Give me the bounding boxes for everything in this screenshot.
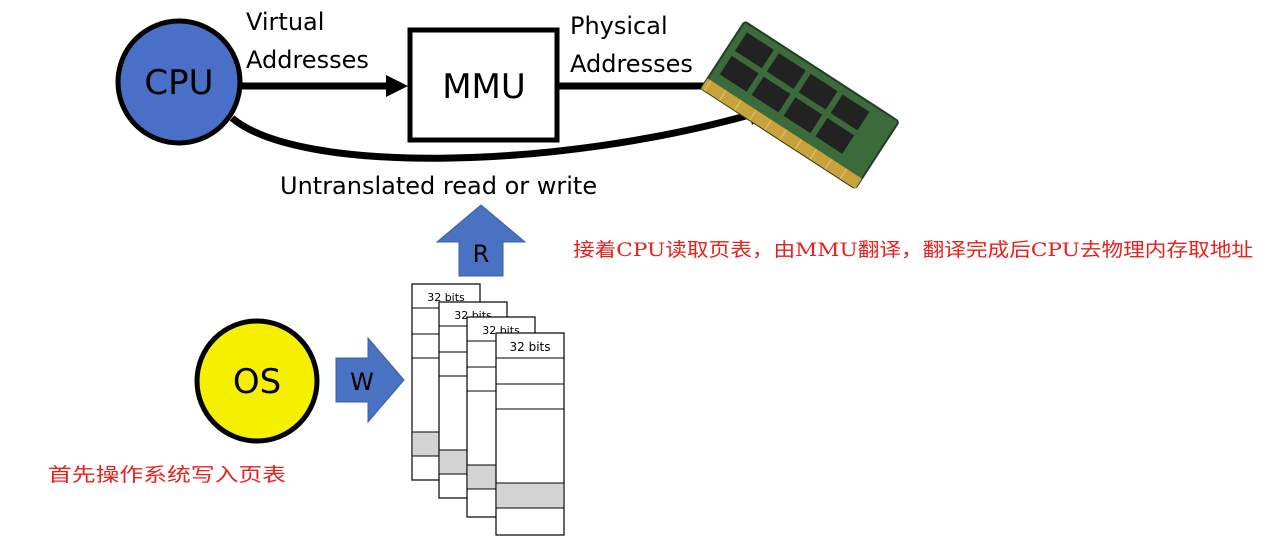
cpu-node [115,18,243,146]
physical-label-line1: Physical [570,12,668,40]
cpu-label: CPU [144,63,213,103]
physical-label-line2: Addresses [570,50,693,78]
virtual-label-line1: Virtual [246,8,324,36]
bottom-annotation: 首先操作系统写入页表 [48,464,286,486]
read-arrow-label: R [473,240,490,268]
write-arrow [335,336,405,424]
os-label: OS [233,362,281,402]
mmu-node [407,27,560,143]
os-node [194,318,320,444]
virtual-address-arrowhead [386,75,408,97]
page-table-4-header: 32 bits [510,340,551,354]
untranslated-label: Untranslated read or write [280,172,597,200]
write-arrow-label: W [350,368,374,396]
mmu-label: MMU [442,67,526,107]
page-table-1-header: 32 bits [427,291,465,304]
ram-module-icon [701,21,899,189]
virtual-label-line2: Addresses [246,46,369,74]
read-arrow [435,204,527,277]
top-annotation: 接着CPU读取页表，由MMU翻译，翻译完成后CPU去物理内存取地址 [573,239,1253,261]
page-table-4: 32 bits [495,332,565,536]
page-table-stack: 32 bits 32 bits 32 bits 32 bits [411,283,565,536]
untranslated-arrow [229,108,761,162]
